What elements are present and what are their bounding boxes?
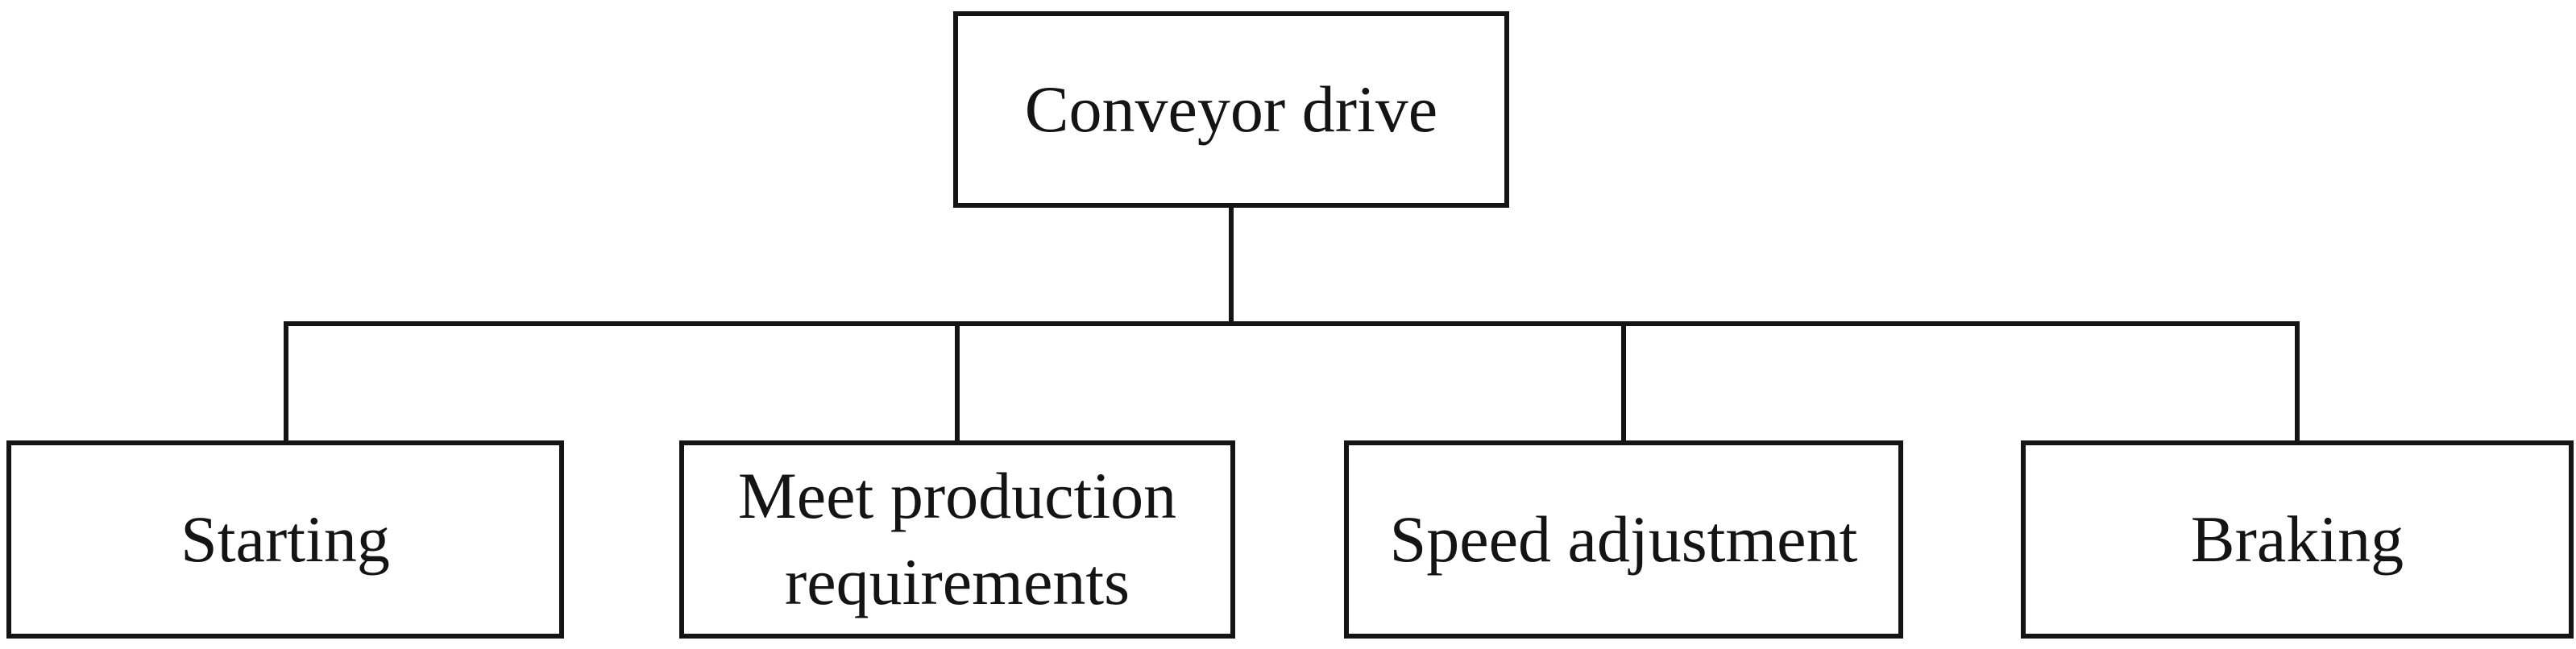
node-speed-adjustment-label: Speed adjustment: [1389, 502, 1858, 576]
node-conveyor-drive: Conveyor drive: [953, 11, 1509, 208]
node-meet-production-requirements-label: Meet production requirements: [737, 459, 1177, 618]
node-speed-adjustment: Speed adjustment: [1344, 440, 1903, 639]
node-starting-label: Starting: [180, 502, 390, 576]
node-meet-production-requirements: Meet production requirements: [679, 440, 1235, 639]
node-braking: Braking: [2021, 440, 2574, 639]
connector-drop-starting: [284, 325, 288, 440]
node-braking-label: Braking: [2190, 502, 2404, 576]
connector-root-stem: [1229, 206, 1234, 325]
node-starting: Starting: [6, 440, 564, 639]
connector-drop-meet-production: [955, 325, 960, 440]
node-conveyor-drive-label: Conveyor drive: [1024, 72, 1438, 146]
connector-horizontal-bus: [284, 321, 2300, 326]
connector-drop-speed-adjustment: [1621, 325, 1626, 440]
connector-drop-braking: [2295, 325, 2300, 440]
